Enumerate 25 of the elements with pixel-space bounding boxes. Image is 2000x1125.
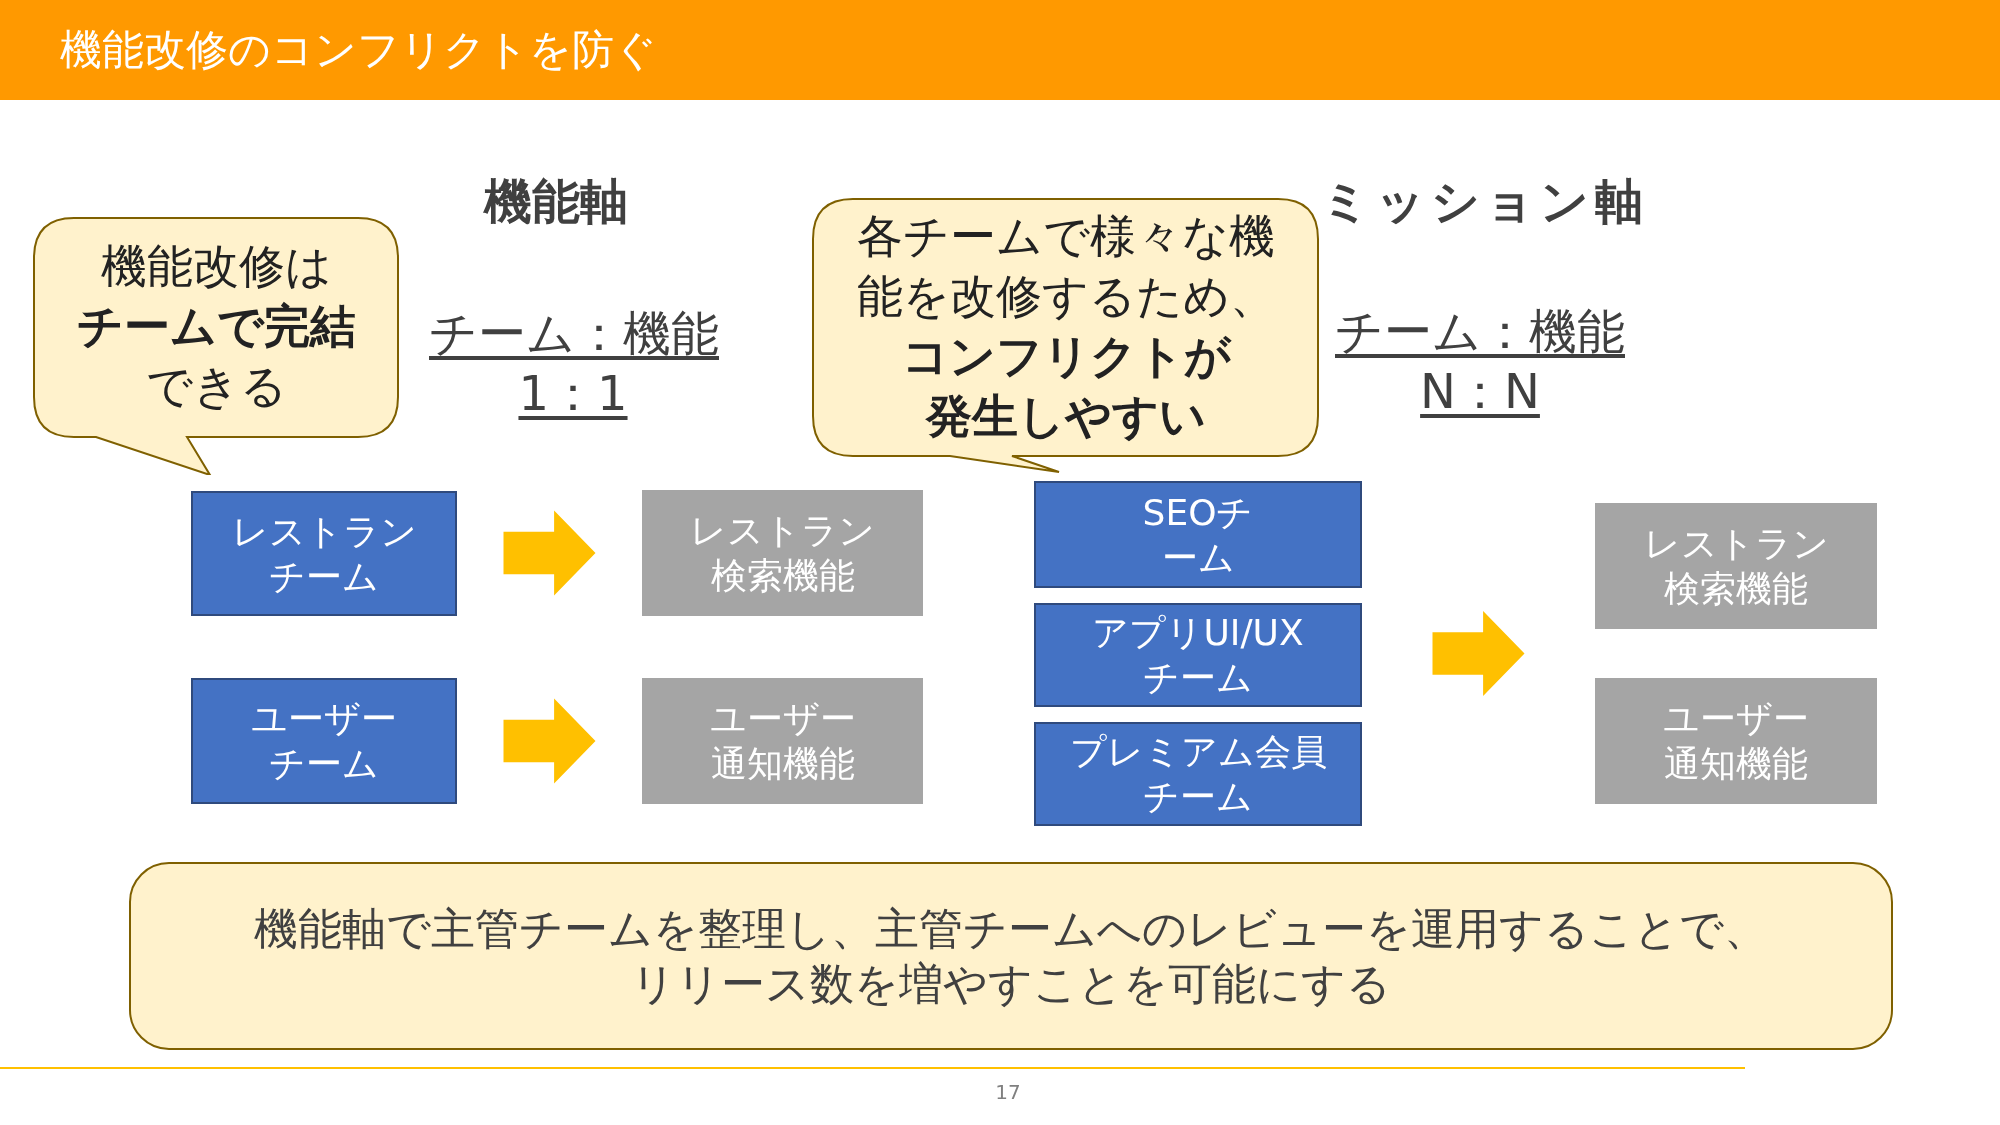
callout-text: 機能改修はチームで完結できる <box>76 238 357 415</box>
callout-text: 各チームで様々な機能を改修するため、コンフリクトが発生しやすい <box>855 208 1277 445</box>
summary-box: 機能軸で主管チームを整理し、主管チームへのレビューを運用することで、リリース数を増やすことを可能にする <box>129 862 1893 1050</box>
team-box: SEOチーム <box>1034 481 1362 588</box>
team-box: ユーザーチーム <box>191 678 457 804</box>
feature-box: レストラン検索機能 <box>1595 503 1877 629</box>
speech-bubble <box>33 217 400 475</box>
feature-box: レストラン検索機能 <box>642 490 923 616</box>
speech-bubble <box>812 198 1320 475</box>
column-heading: 機能軸 <box>484 172 628 231</box>
team-box: アプリUI/UXチーム <box>1034 603 1362 707</box>
ratio-label: チーム：機能 <box>429 304 719 363</box>
team-box: レストランチーム <box>191 491 457 616</box>
ratio-label: N：N <box>1420 362 1540 421</box>
team-box: プレミアム会員チーム <box>1034 722 1362 826</box>
slide-title: 機能改修のコンフリクトを防ぐ <box>60 24 657 76</box>
block-arrow <box>503 698 596 784</box>
feature-box: ユーザー通知機能 <box>642 678 923 804</box>
block-arrow <box>1432 611 1525 696</box>
page-number: 17 <box>995 1080 1021 1104</box>
feature-box: ユーザー通知機能 <box>1595 678 1877 804</box>
block-arrow <box>503 510 596 596</box>
ratio-label: 1：1 <box>518 364 628 423</box>
ratio-label: チーム：機能 <box>1335 302 1625 361</box>
column-heading: ミッション軸 <box>1321 172 1649 231</box>
